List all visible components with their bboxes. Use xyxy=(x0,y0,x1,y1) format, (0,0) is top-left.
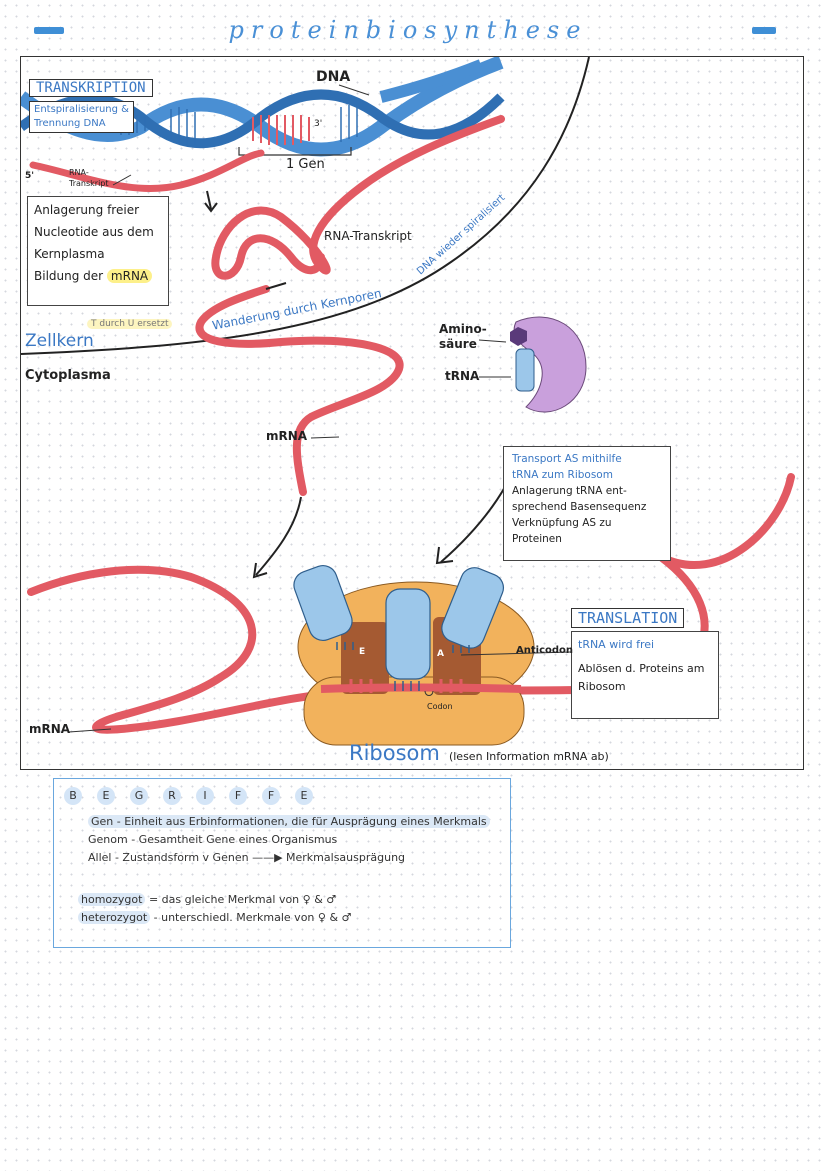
heterozygot-term: heterozygot xyxy=(78,911,151,924)
aminosaeure-line-2: säure xyxy=(439,337,477,351)
page-title-row: proteinbiosynthese xyxy=(0,16,828,46)
ribosome-site-e: E xyxy=(359,647,366,657)
glossary-letter: R xyxy=(163,787,181,805)
translation-heading: TRANSLATION xyxy=(571,608,685,628)
trna-label: tRNA xyxy=(445,369,480,383)
homozygot-term: homozygot xyxy=(78,893,146,906)
anlagerung-line-1: Anlagerung freier xyxy=(34,203,140,217)
transport-line-1: Transport AS mithilfe xyxy=(512,453,622,465)
rna-transcript-strand xyxy=(29,149,265,192)
anlagerung-line-3: Kernplasma xyxy=(34,247,105,261)
aminoacid-trna xyxy=(510,316,587,413)
mrna-bottom-label: mRNA xyxy=(29,722,71,736)
translation-line-2: Ablösen d. Proteins am xyxy=(578,662,705,675)
homozygot-definition: = das gleiche Merkmal von ♀ & ♂ xyxy=(148,893,337,906)
zellkern-label: Zellkern xyxy=(25,331,94,351)
rna-transcript-small-1: RNA- xyxy=(69,168,89,177)
trna-molecules xyxy=(293,564,505,691)
ribosome-site-a: A xyxy=(437,649,444,659)
rna-transcript-loops xyxy=(211,115,505,280)
rna-transcript-small-2: Transkript xyxy=(69,179,109,188)
definition-heterozygot: heterozygot - unterschiedl. Merkmale von… xyxy=(78,911,351,924)
glossary-letter: G xyxy=(130,787,148,805)
mrna-through-pore xyxy=(195,285,404,496)
anlagerung-line-4-prefix: Bildung der xyxy=(34,269,104,283)
ribosom-title: Ribosom xyxy=(349,741,440,765)
arrow-right-icon: ——▶ xyxy=(252,851,287,864)
translation-line-1: tRNA wird frei xyxy=(578,638,655,651)
transkription-sub-2: Trennung DNA xyxy=(34,118,106,129)
glossary-heading: B E G R I F F E xyxy=(64,787,313,805)
ribosom-note: (lesen Information mRNA ab) xyxy=(448,750,609,763)
aminosaeure-label: Amino- säure xyxy=(439,322,487,352)
glossary-letter: I xyxy=(196,787,214,805)
transport-box: Transport AS mithilfe tRNA zum Ribosom A… xyxy=(503,446,671,561)
five-prime-label: 5' xyxy=(25,171,35,181)
diagram-drawing xyxy=(21,57,795,746)
transport-line-4: sprechend Basensequenz xyxy=(512,501,647,513)
definition-genom-text: Genom - Gesamtheit Gene eines Organismus xyxy=(88,833,338,846)
ribosom-label: Ribosom (lesen Information mRNA ab) xyxy=(349,741,609,765)
rna-transcript-small-label: RNA- Transkript xyxy=(69,167,109,189)
glossary-box: B E G R I F F E Gen - Einheit aus Erbinf… xyxy=(53,778,511,948)
dna-label: DNA xyxy=(316,69,351,85)
codon-label: Codon xyxy=(427,702,453,711)
aminosaeure-line-1: Amino- xyxy=(439,322,487,336)
anlagerung-line-4: Bildung der mRNA xyxy=(34,265,162,287)
transport-line-5: Verknüpfung AS zu xyxy=(512,517,612,529)
protein-synthesis-diagram: TRANSKRIPTION Entspiralisierung & Trennu… xyxy=(20,56,804,770)
glossary-letter: E xyxy=(97,787,115,805)
heterozygot-definition: - unterschiedl. Merkmale von ♀ & ♂ xyxy=(153,911,352,924)
transport-line-3: Anlagerung tRNA ent- xyxy=(512,485,627,497)
definition-genom: Genom - Gesamtheit Gene eines Organismus xyxy=(88,833,337,846)
leader-lines xyxy=(68,84,572,733)
flow-arrows xyxy=(204,190,522,579)
glossary-letter: E xyxy=(295,787,313,805)
mrna-mid-label: mRNA xyxy=(266,429,308,443)
transkription-sub-1: Entspiralisierung & xyxy=(34,104,129,115)
anlagerung-box: Anlagerung freier Nucleotide aus dem Ker… xyxy=(27,196,169,306)
dna-helix xyxy=(21,57,505,157)
definition-allel: Allel - Zustandsform v Genen ——▶ Merkmal… xyxy=(88,851,405,864)
transport-line-6: Proteinen xyxy=(512,533,562,545)
transport-line-2: tRNA zum Ribosom xyxy=(512,469,613,481)
cytoplasma-label: Cytoplasma xyxy=(25,368,111,383)
definition-allel-suffix: Merkmalsausprägung xyxy=(286,851,406,864)
translation-line-3: Ribosom xyxy=(578,680,626,693)
definition-homozygot: homozygot = das gleiche Merkmal von ♀ & … xyxy=(78,893,336,906)
ribosome xyxy=(297,581,535,746)
gene-label: 1 Gen xyxy=(286,157,325,172)
anticodon-label: Anticodon xyxy=(516,645,574,656)
mrna-highlight: mRNA xyxy=(106,269,153,283)
definition-allel-prefix: Allel - Zustandsform v Genen xyxy=(88,851,249,864)
t-durch-u-note: T durch U ersetzt xyxy=(87,319,173,329)
page-title: proteinbiosynthese xyxy=(228,16,588,44)
definition-gen-text: Gen - Einheit aus Erbinformationen, die … xyxy=(88,815,490,828)
glossary-letter: B xyxy=(64,787,82,805)
mrna-ribbon xyxy=(27,473,795,734)
gene-bracket xyxy=(238,147,352,156)
definition-gen: Gen - Einheit aus Erbinformationen, die … xyxy=(88,815,490,828)
anlagerung-line-2: Nucleotide aus dem xyxy=(34,225,154,239)
title-accent-right xyxy=(752,27,776,34)
glossary-letter: F xyxy=(229,787,247,805)
three-prime-label: 3' xyxy=(314,119,323,129)
translation-box: tRNA wird frei Ablösen d. Proteins am Ri… xyxy=(571,631,719,719)
title-accent-left xyxy=(34,27,64,34)
glossary-letter: F xyxy=(262,787,280,805)
transkription-heading: TRANSKRIPTION xyxy=(29,79,153,97)
rna-transcript-label: RNA-Transkript xyxy=(324,229,412,243)
nucleus-membrane xyxy=(21,57,590,355)
transkription-sub: Entspiralisierung & Trennung DNA xyxy=(29,101,134,133)
